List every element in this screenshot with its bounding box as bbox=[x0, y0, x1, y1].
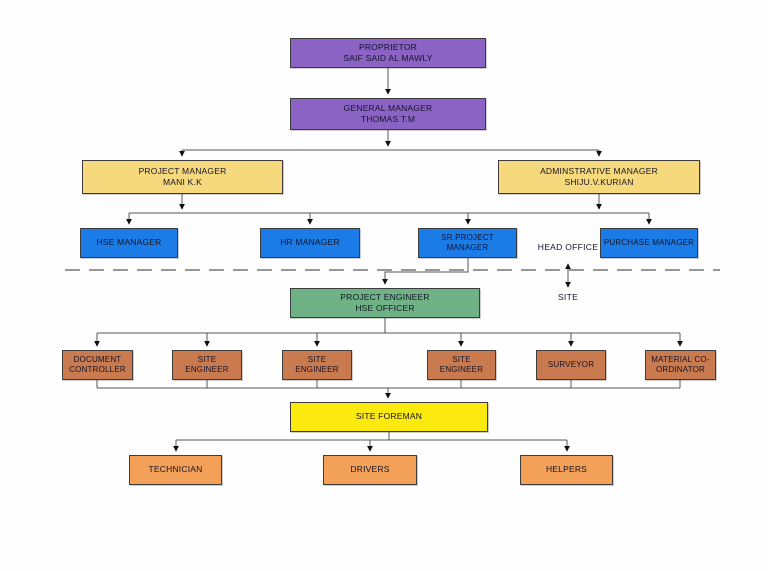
node-site-foreman-title: SITE FOREMAN bbox=[355, 411, 423, 422]
node-helpers-title: HELPERS bbox=[545, 464, 588, 475]
node-document-controller-title: DOCUMENT CONTROLLER bbox=[69, 354, 126, 374]
node-project-manager-title: PROJECT MANAGER bbox=[138, 165, 227, 176]
node-proprietor: PROPRIETOR SAIF SAID AL MAWLY bbox=[290, 38, 486, 68]
node-site-engineer-1-title: SITE ENGINEER bbox=[185, 354, 229, 374]
site-label: SITE bbox=[557, 292, 579, 302]
node-document-controller: DOCUMENT CONTROLLER bbox=[62, 350, 133, 380]
node-site-engineer-3: SITE ENGINEER bbox=[427, 350, 496, 380]
node-purchase-manager: PURCHASE MANAGER bbox=[600, 228, 698, 258]
node-general-manager-title: GENERAL MANAGER bbox=[343, 102, 433, 113]
node-drivers: DRIVERS bbox=[323, 455, 417, 485]
node-site-engineer-1: SITE ENGINEER bbox=[172, 350, 242, 380]
node-proprietor-name: SAIF SAID AL MAWLY bbox=[343, 53, 433, 63]
node-administrative-manager-name: SHIJU.V.KURIAN bbox=[564, 177, 634, 187]
node-hr-manager-title: HR MANAGER bbox=[280, 237, 340, 248]
node-project-manager-name: MANI K.K bbox=[163, 177, 202, 187]
node-purchase-manager-title: PURCHASE MANAGER bbox=[603, 237, 695, 247]
node-helpers: HELPERS bbox=[520, 455, 613, 485]
node-site-foreman: SITE FOREMAN bbox=[290, 402, 488, 432]
head-office-label: HEAD OFFICE bbox=[537, 242, 599, 252]
node-project-engineer-name: HSE OFFICER bbox=[355, 303, 415, 313]
node-proprietor-title: PROPRIETOR bbox=[358, 41, 418, 52]
node-sr-project-manager: SR.PROJECT MANAGER bbox=[418, 228, 517, 258]
node-hse-manager: HSE MANAGER bbox=[80, 228, 178, 258]
node-material-coordinator-title: MATERIAL CO-ORDINATOR bbox=[651, 354, 710, 374]
node-technician-title: TECHNICIAN bbox=[148, 464, 203, 475]
node-sr-project-manager-title: SR.PROJECT MANAGER bbox=[441, 232, 494, 252]
node-administrative-manager-title: ADMINSTRATIVE MANAGER bbox=[540, 165, 658, 176]
node-site-engineer-2: SITE ENGINEER bbox=[282, 350, 352, 380]
node-site-engineer-3-title: SITE ENGINEER bbox=[439, 354, 484, 374]
node-hse-manager-title: HSE MANAGER bbox=[96, 237, 162, 248]
node-general-manager-name: THOMAS T.M bbox=[360, 114, 416, 124]
node-project-engineer-title: PROJECT ENGINEER bbox=[340, 291, 430, 302]
node-technician: TECHNICIAN bbox=[129, 455, 222, 485]
node-drivers-title: DRIVERS bbox=[350, 464, 390, 475]
node-project-engineer: PROJECT ENGINEER HSE OFFICER bbox=[290, 288, 480, 318]
node-material-coordinator: MATERIAL CO-ORDINATOR bbox=[645, 350, 716, 380]
node-site-engineer-2-title: SITE ENGINEER bbox=[295, 354, 339, 374]
node-project-manager: PROJECT MANAGER MANI K.K bbox=[82, 160, 283, 194]
node-administrative-manager: ADMINSTRATIVE MANAGER SHIJU.V.KURIAN bbox=[498, 160, 700, 194]
node-surveyor-title: SURVEYOR bbox=[547, 359, 595, 369]
node-hr-manager: HR MANAGER bbox=[260, 228, 360, 258]
node-surveyor: SURVEYOR bbox=[536, 350, 606, 380]
node-general-manager: GENERAL MANAGER THOMAS T.M bbox=[290, 98, 486, 130]
